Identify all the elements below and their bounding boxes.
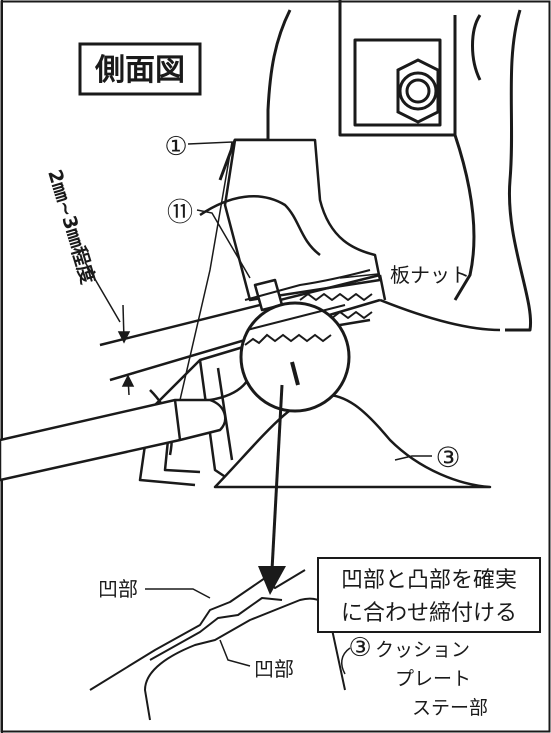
gap-dimension — [84, 261, 136, 396]
callout-part-3-detail: ③ — [348, 633, 371, 663]
callout-part-1: ① — [164, 132, 187, 162]
cushion-label-line-1: クッション — [375, 639, 470, 661]
part-3-body — [213, 393, 492, 489]
note-line-2: に合わせ締付ける — [341, 601, 517, 626]
recess-top-label: 凹部 — [98, 577, 138, 601]
frame-bracket — [218, 0, 533, 332]
view-title-box — [78, 42, 202, 96]
leader-lines — [145, 141, 432, 675]
detail-arrow — [258, 384, 286, 595]
view-title: 側面図 — [94, 53, 185, 88]
recess-bottom-label: 凹部 — [254, 657, 294, 681]
gap-dimension-label: 2㎜~3㎜程度 — [43, 167, 100, 288]
cushion-label-line-3: ステー部 — [412, 697, 488, 719]
note-box — [317, 557, 541, 633]
note-line-1: 凹部と凸部を確実 — [341, 568, 517, 593]
magnifier — [239, 301, 351, 413]
callout-part-11: ⑪ — [167, 198, 193, 228]
callout-part-3: ③ — [435, 441, 460, 474]
cushion-label-line-2: プレート — [395, 668, 471, 690]
plate-nut-label: 板ナット — [390, 263, 470, 287]
bolt-head — [396, 58, 440, 124]
